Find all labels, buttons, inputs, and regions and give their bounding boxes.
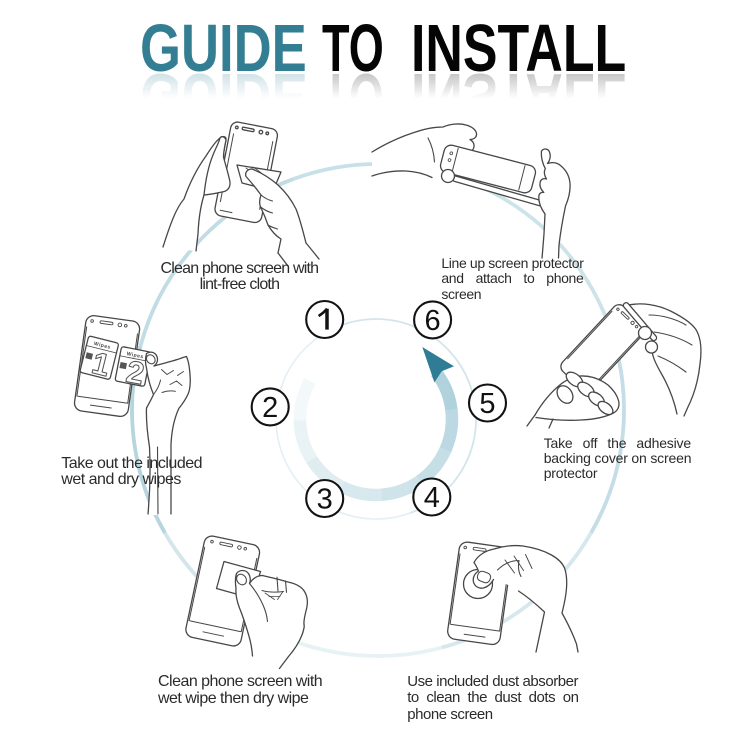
svg-text:5: 5	[479, 388, 495, 420]
svg-text:6: 6	[425, 305, 441, 337]
svg-text:4: 4	[424, 482, 440, 514]
svg-text:2: 2	[262, 392, 278, 424]
svg-text:Wipes: Wipes	[93, 341, 111, 351]
svg-text:Wipes: Wipes	[126, 351, 144, 360]
svg-text:3: 3	[317, 484, 333, 516]
